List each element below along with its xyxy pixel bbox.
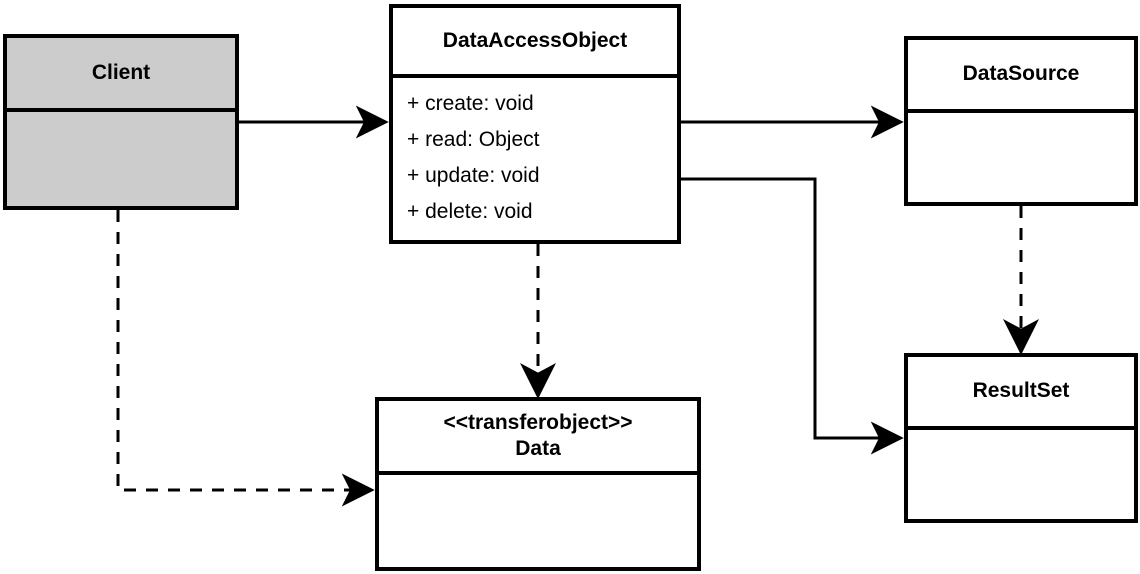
class-members-data — [379, 475, 697, 567]
class-name-data-source: DataSource — [962, 62, 1080, 86]
class-members-data-source — [908, 113, 1134, 202]
class-member-read: + read: Object — [407, 128, 540, 151]
edge-client-to-data[interactable] — [116, 210, 375, 507]
class-box-client[interactable]: Client — [3, 34, 239, 210]
class-member-update: + update: void — [407, 164, 540, 187]
class-name-client: Client — [91, 60, 151, 84]
edge-dao-to-resultset[interactable] — [681, 177, 904, 455]
class-stereotype-data: <<transferobject>> — [443, 410, 633, 434]
class-members-client — [7, 112, 235, 206]
class-members-result-set — [908, 430, 1134, 519]
class-header-data-access-object: DataAccessObject — [393, 8, 677, 78]
class-header-data-source: DataSource — [908, 40, 1134, 113]
class-member-delete: + delete: void — [407, 200, 533, 223]
class-name-result-set: ResultSet — [972, 379, 1070, 403]
class-name-data-access-object: DataAccessObject — [442, 28, 628, 52]
class-members-data-access-object: + create: void + read: Object + update: … — [393, 78, 677, 240]
class-member-create: + create: void — [407, 92, 534, 115]
class-box-data[interactable]: <<transferobject>> Data — [375, 397, 701, 571]
class-header-client: Client — [7, 38, 235, 112]
class-box-result-set[interactable]: ResultSet — [904, 353, 1138, 523]
class-header-data: <<transferobject>> Data — [379, 401, 697, 475]
class-name-data: Data — [515, 437, 561, 460]
class-box-data-source[interactable]: DataSource — [904, 36, 1138, 206]
class-box-data-access-object[interactable]: DataAccessObject + create: void + read: … — [389, 4, 681, 244]
class-header-result-set: ResultSet — [908, 357, 1134, 430]
